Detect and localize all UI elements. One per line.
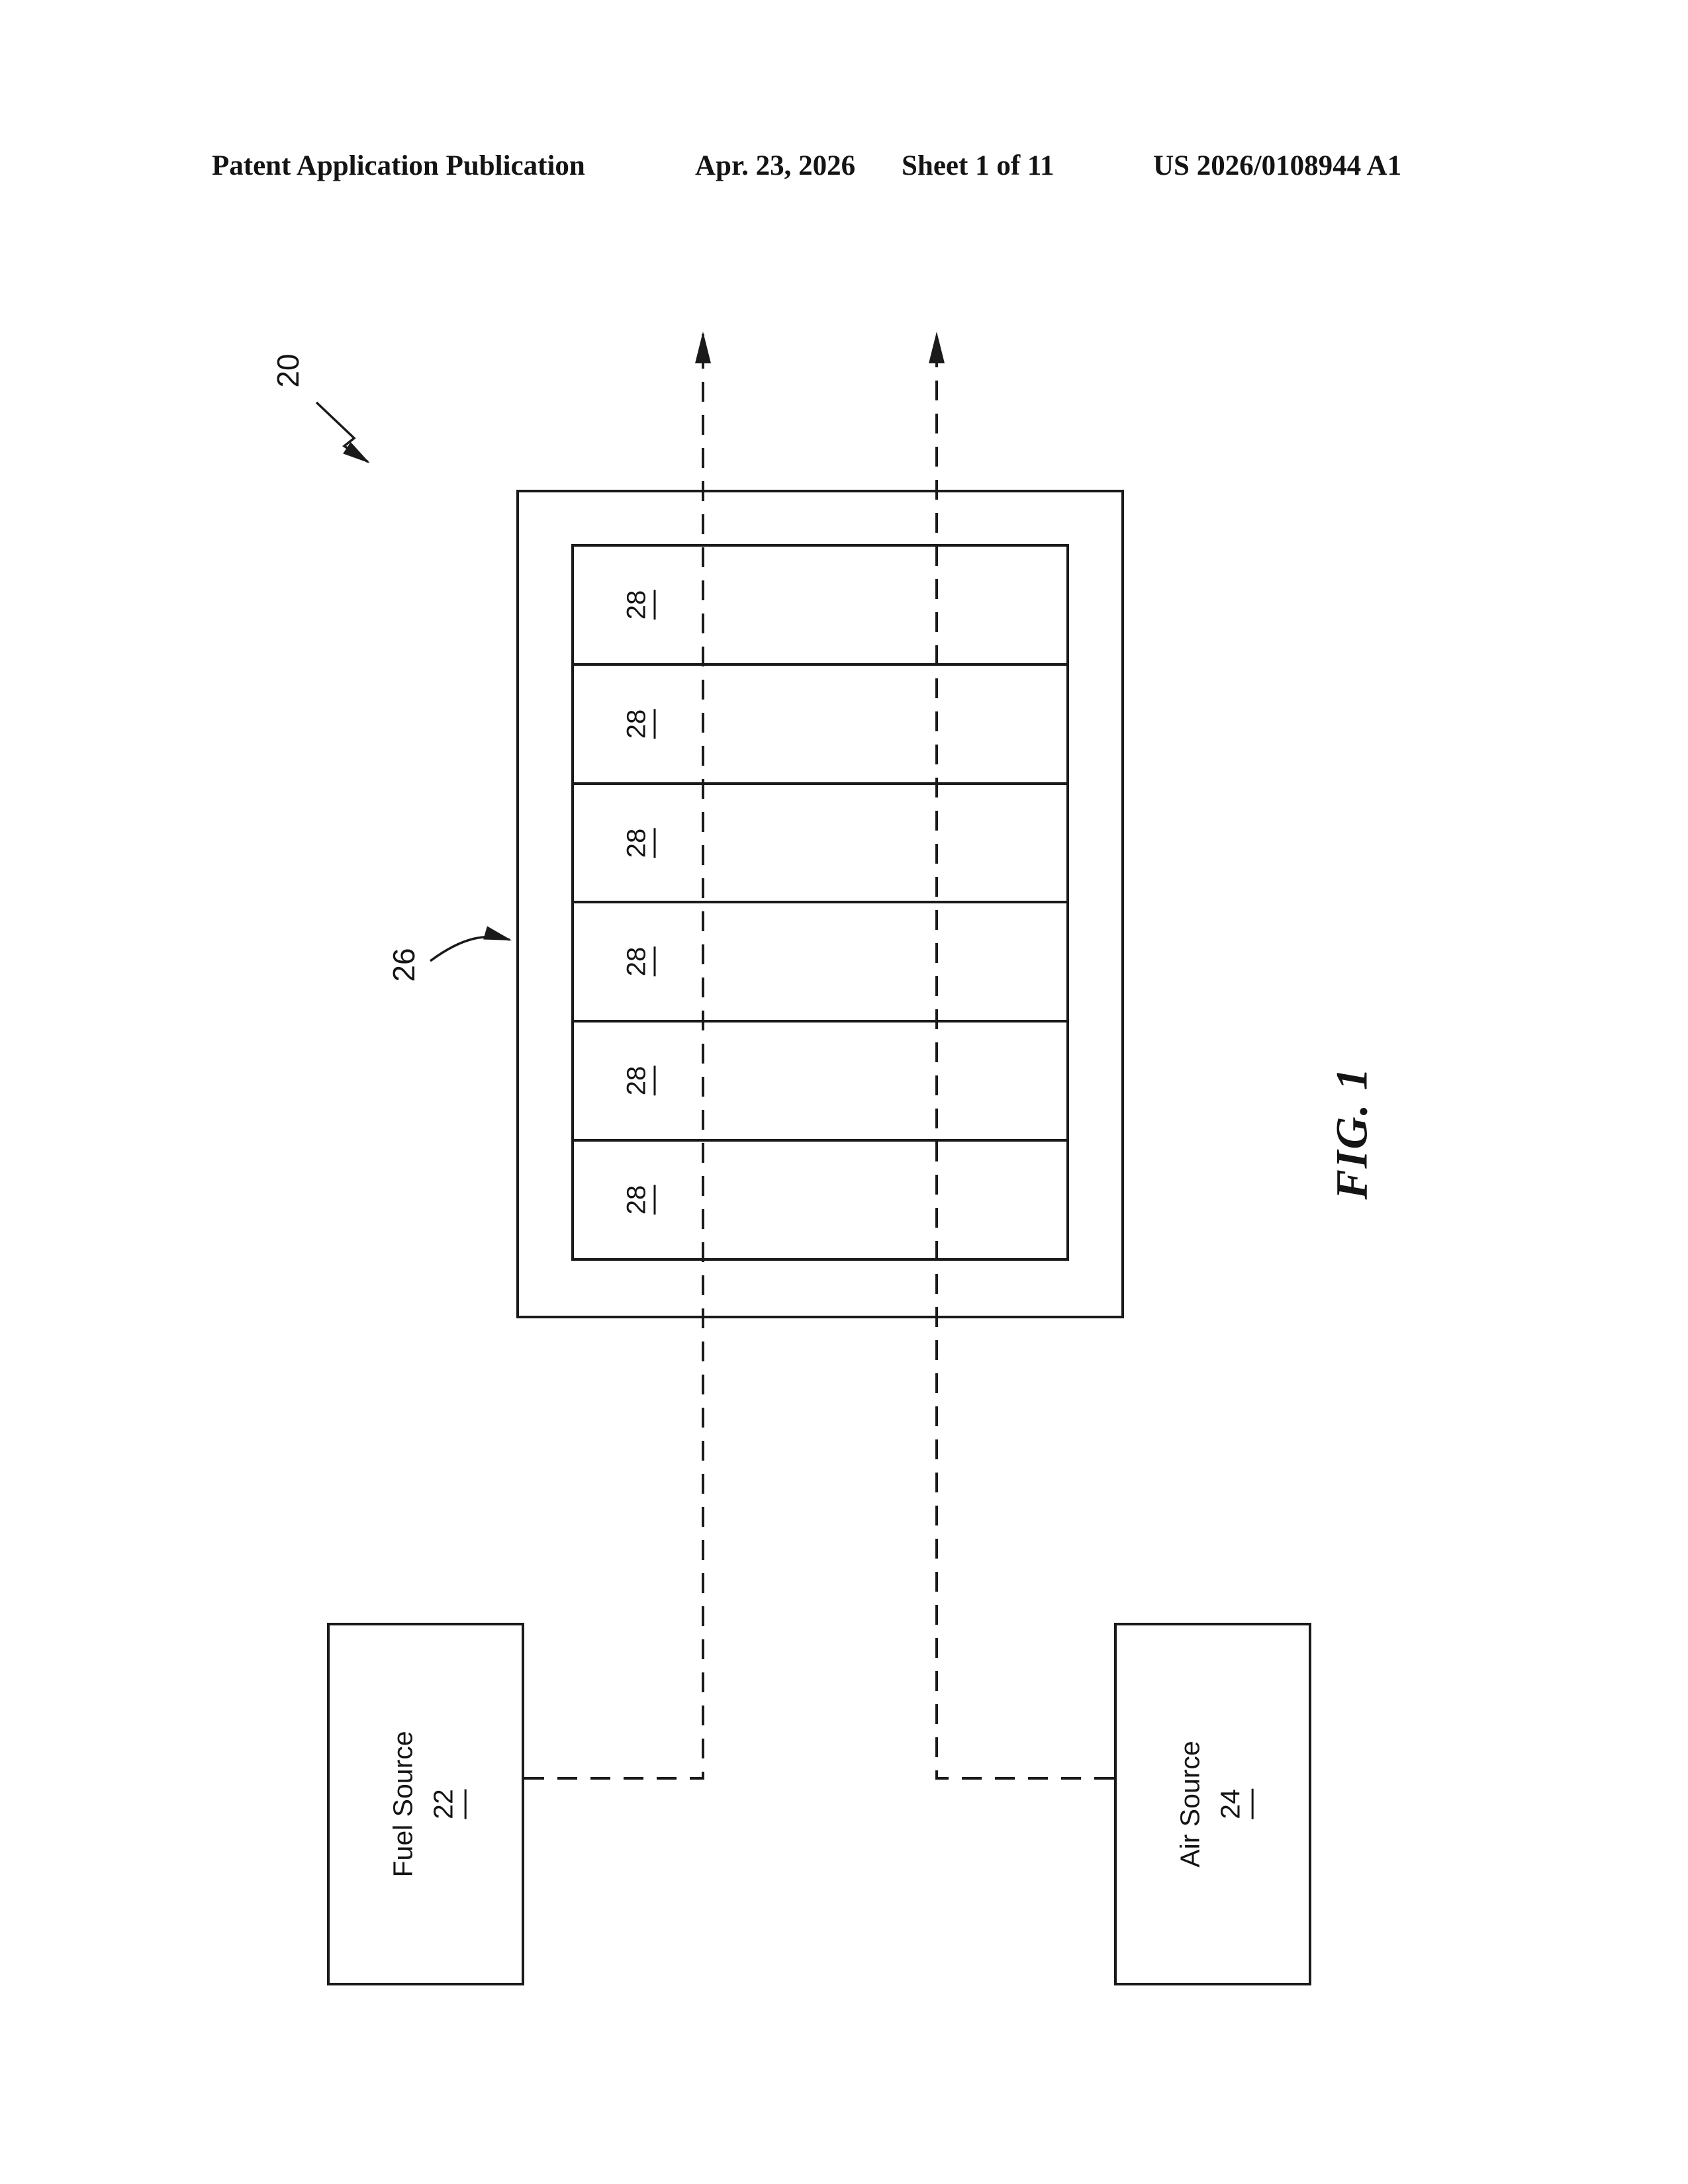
fuel-source-text: Fuel Source 22 <box>385 1731 467 1878</box>
assembly-leader-arrow <box>315 401 370 463</box>
cell-ref-label: 28 <box>622 709 656 739</box>
air-source-box: Air Source 24 <box>1114 1623 1311 1985</box>
page-header: Patent Application Publication Apr. 23, … <box>0 150 1688 189</box>
publication-label: Patent Application Publication <box>212 150 585 181</box>
fuel-source-ref: 22 <box>426 1789 467 1819</box>
cell-row: 28 <box>574 1142 1066 1258</box>
cell-row: 28 <box>574 785 1066 904</box>
air-source-text: Air Source 24 <box>1172 1741 1254 1868</box>
stack-housing <box>516 490 1124 1318</box>
stack-leader-arrow <box>429 926 512 962</box>
sheet-number: Sheet 1 of 11 <box>902 150 1055 181</box>
cell-row: 28 <box>574 903 1066 1023</box>
stack-ref-label: 26 <box>387 948 421 982</box>
fuel-source-box: Fuel Source 22 <box>327 1623 524 1985</box>
publication-date: Apr. 23, 2026 <box>695 150 856 181</box>
figure-caption: FIG. 1 <box>1326 1066 1377 1200</box>
patent-number: US 2026/0108944 A1 <box>1153 150 1402 181</box>
cell-ref-label: 28 <box>622 947 656 977</box>
cell-ref-label: 28 <box>622 828 656 858</box>
cell-row: 28 <box>574 666 1066 785</box>
cell-stack: 28 28 28 28 28 28 <box>571 544 1069 1261</box>
fuel-source-label: Fuel Source <box>387 1731 418 1878</box>
cell-row: 28 <box>574 1023 1066 1142</box>
assembly-ref-label: 20 <box>271 353 305 388</box>
air-source-ref: 24 <box>1213 1789 1254 1819</box>
air-source-label: Air Source <box>1174 1741 1205 1868</box>
cell-ref-label: 28 <box>622 1066 656 1096</box>
cell-ref-label: 28 <box>622 590 656 620</box>
cell-row: 28 <box>574 547 1066 666</box>
cell-ref-label: 28 <box>622 1185 656 1215</box>
